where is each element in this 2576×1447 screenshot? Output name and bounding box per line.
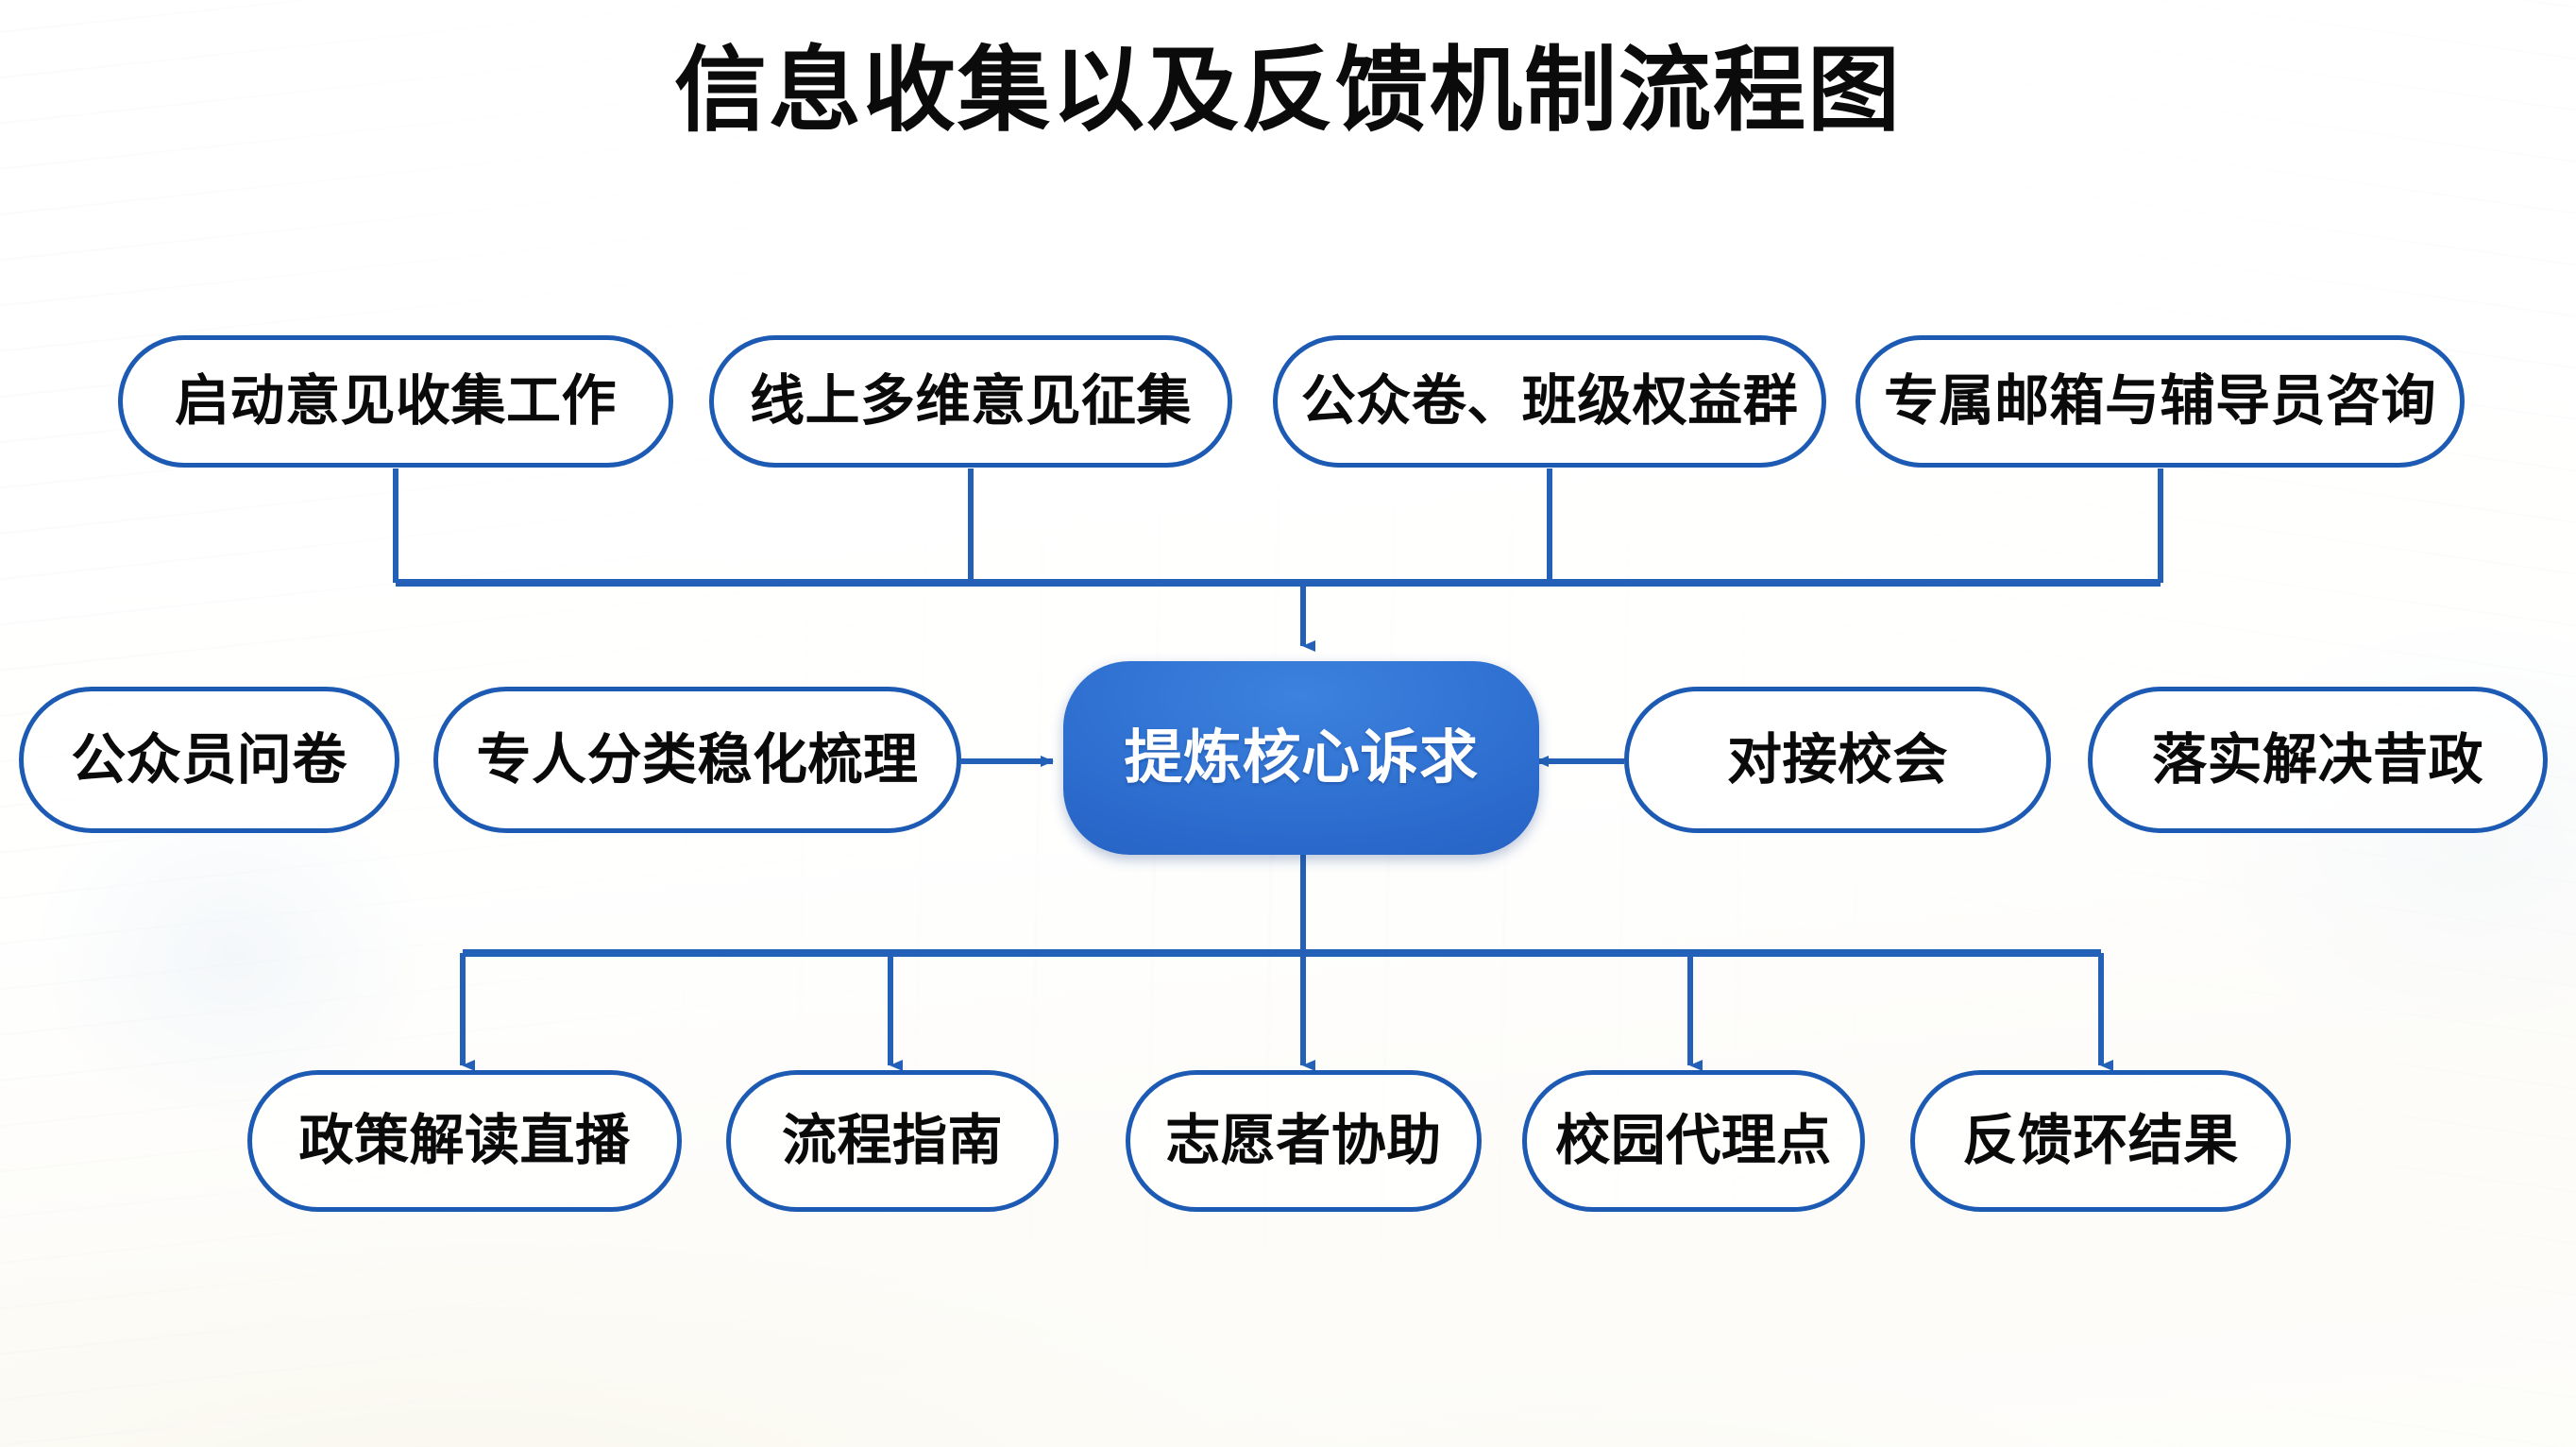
node-mailbox-counselor[interactable]: 专属邮箱与辅导员咨询 [1856, 335, 2465, 468]
node-process-guide[interactable]: 流程指南 [726, 1070, 1059, 1212]
node-public-questionnaire[interactable]: 公众员问卷 [19, 687, 399, 833]
node-feedback-loop-result[interactable]: 反馈环结果 [1910, 1070, 2291, 1212]
node-online-multidim[interactable]: 线上多维意见征集 [709, 335, 1232, 468]
node-label: 提炼核心诉求 [1124, 724, 1479, 791]
node-label: 公众员问卷 [71, 728, 347, 791]
node-label: 专人分类稳化梳理 [476, 728, 919, 791]
node-label: 落实解决昔政 [2151, 728, 2483, 791]
node-label: 线上多维意见征集 [749, 370, 1192, 432]
node-volunteer-assist[interactable]: 志愿者协助 [1126, 1070, 1482, 1212]
node-label: 政策解读直播 [298, 1110, 631, 1171]
page-title: 信息收集以及反馈机制流程图 [673, 38, 1902, 142]
node-label: 公众卷、班级权益群 [1300, 370, 1799, 432]
node-core-demands[interactable]: 提炼核心诉求 [1063, 661, 1539, 855]
node-classified-sorting[interactable]: 专人分类稳化梳理 [433, 687, 961, 833]
node-label: 志愿者协助 [1165, 1110, 1442, 1171]
node-public-survey-group[interactable]: 公众卷、班级权益群 [1273, 335, 1826, 468]
node-label: 专属邮箱与辅导员咨询 [1883, 370, 2436, 432]
node-label: 反馈环结果 [1962, 1110, 2239, 1171]
node-label: 流程指南 [781, 1110, 1003, 1171]
node-campus-agent-point[interactable]: 校园代理点 [1522, 1070, 1865, 1212]
node-liaison-student-union[interactable]: 对接校会 [1624, 687, 2051, 833]
node-label: 对接校会 [1726, 728, 1948, 791]
node-start-collection[interactable]: 启动意见收集工作 [118, 335, 673, 468]
node-label: 校园代理点 [1555, 1110, 1832, 1171]
node-implement-resolution[interactable]: 落实解决昔政 [2088, 687, 2548, 833]
node-policy-livestream[interactable]: 政策解读直播 [247, 1070, 682, 1212]
node-label: 启动意见收集工作 [174, 370, 617, 432]
